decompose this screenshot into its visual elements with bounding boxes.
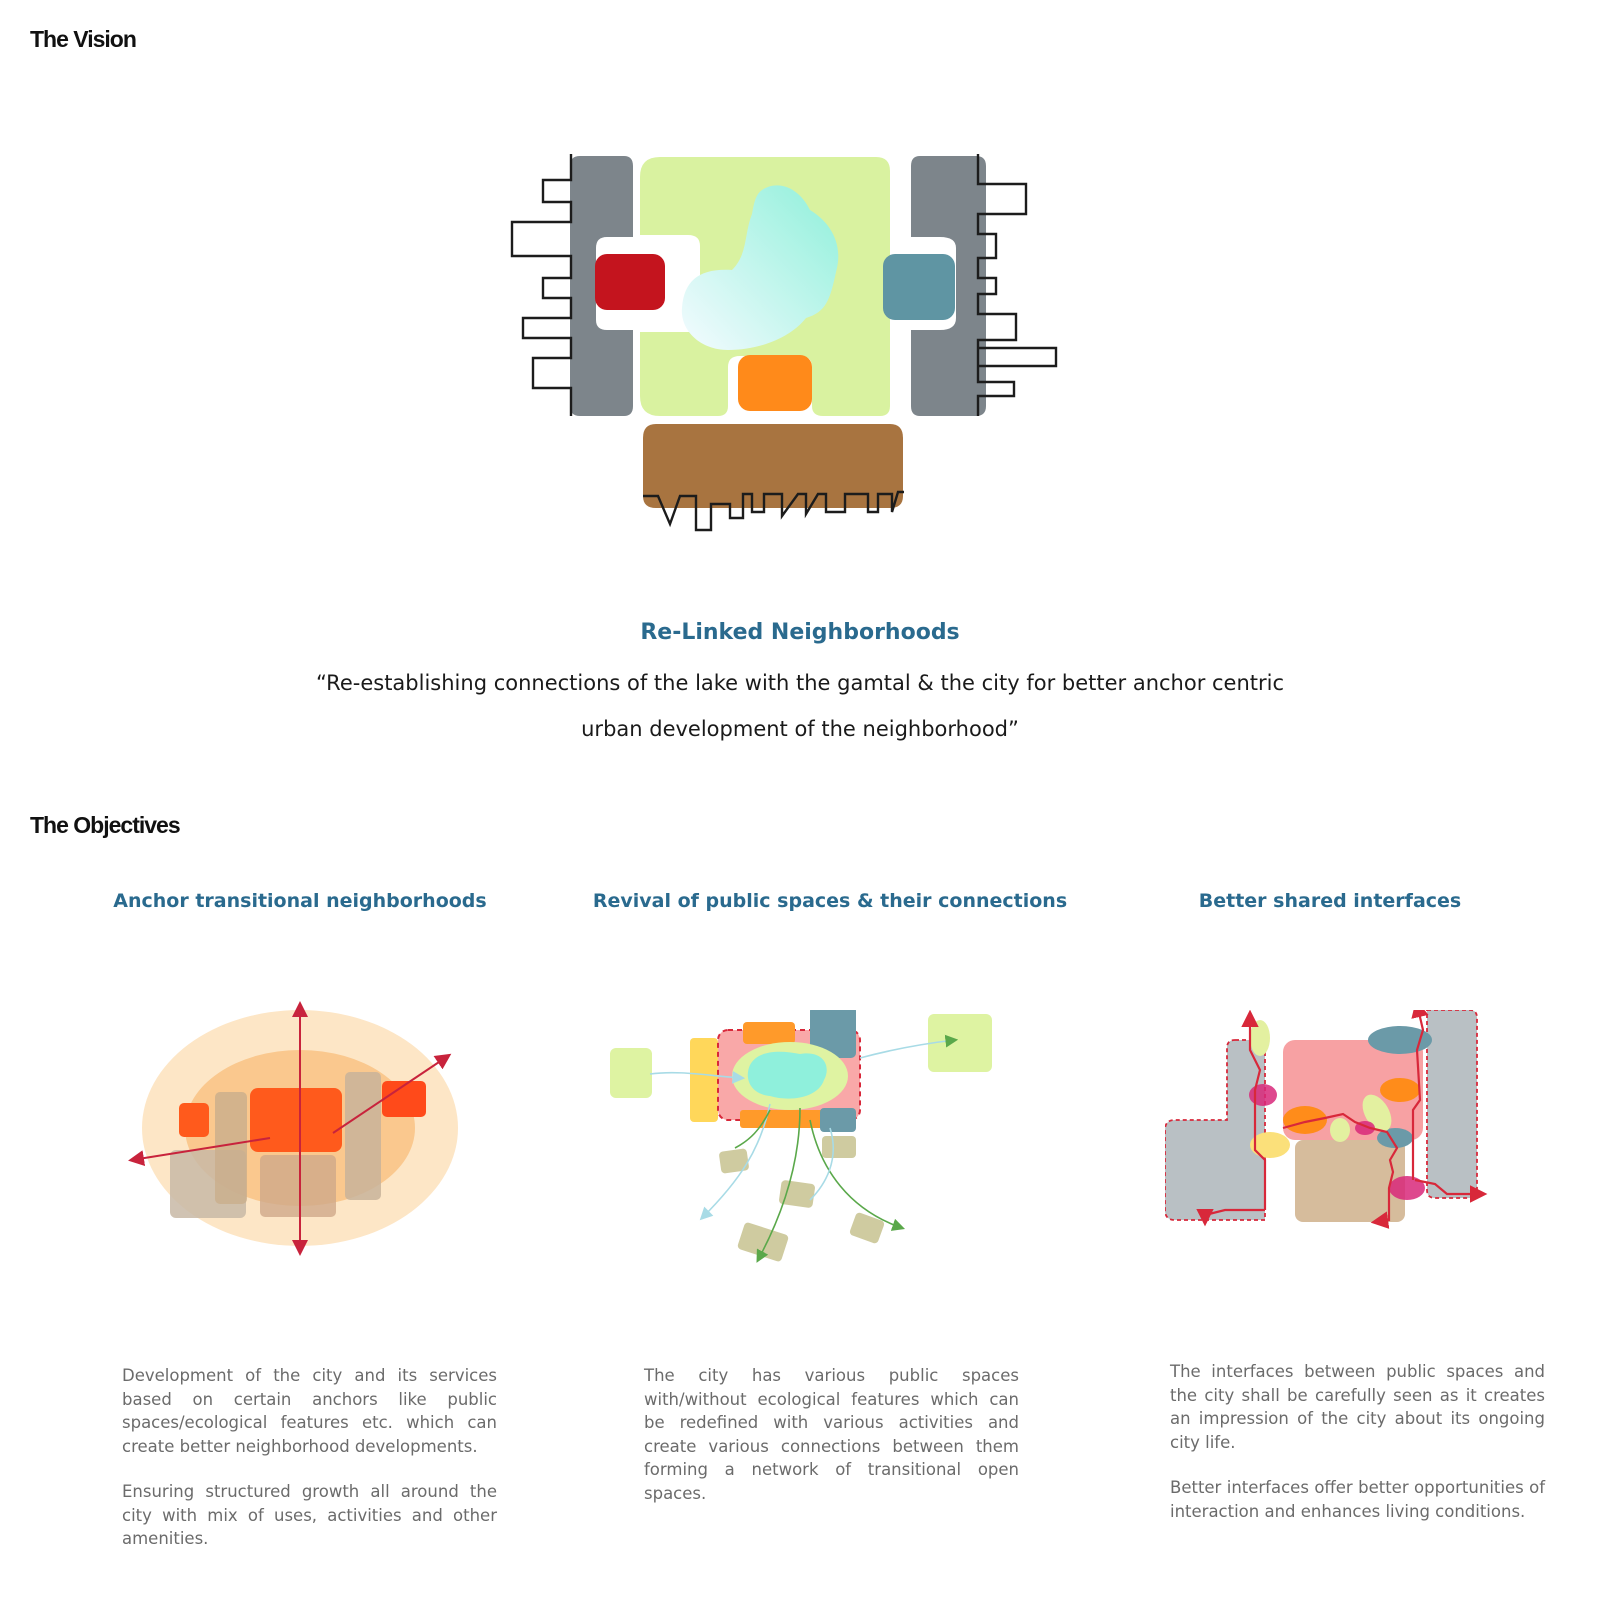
objective-1-description: Development of the city and its services…: [122, 1364, 497, 1573]
interface-node: [1377, 1128, 1413, 1148]
anchor-block: [382, 1081, 426, 1117]
blue-grey-block: [810, 1010, 856, 1058]
blue-grey-block: [820, 1108, 856, 1132]
building-block: [345, 1072, 381, 1200]
green-space: [610, 1048, 652, 1098]
building-block: [215, 1092, 247, 1204]
growth-arrow-right: [332, 1053, 452, 1134]
interface-node: [1380, 1078, 1420, 1102]
anchor-block: [179, 1103, 209, 1137]
interface-node: [1368, 1026, 1432, 1054]
growth-arrow-left: [128, 1137, 271, 1167]
vision-diagram: [510, 154, 1058, 532]
orange-block: [743, 1022, 795, 1044]
vision-title: Re-Linked Neighborhoods: [640, 620, 960, 645]
public-spaces-diagram: [610, 1010, 992, 1263]
anchor-neighborhoods-diagram: [128, 1001, 458, 1256]
connection-line: [699, 1103, 771, 1221]
tan-block: [849, 1212, 885, 1244]
city-block-left: [1165, 1039, 1266, 1221]
building-block: [260, 1155, 336, 1217]
objective-2-description: The city has various public spaces with/…: [644, 1364, 1019, 1527]
objectives-heading: The Objectives: [30, 812, 181, 838]
interface-node: [1249, 1084, 1277, 1106]
interface-node: [1250, 1132, 1290, 1158]
green-space: [928, 1014, 992, 1072]
gamtal-skyline-outline: [643, 490, 904, 532]
gamtal-block: [1295, 1140, 1405, 1222]
interface-line-right: [1414, 1178, 1488, 1203]
interface-node: [1283, 1106, 1327, 1134]
interface-line-right: [1411, 1010, 1429, 1180]
gamtal-block: [643, 424, 903, 508]
objective-3-description: The interfaces between public spaces and…: [1170, 1360, 1545, 1545]
lake: [681, 185, 839, 350]
objective-1-paragraph-2: Ensuring structured growth all around th…: [122, 1482, 497, 1548]
connection-line: [649, 1071, 746, 1084]
objective-1-paragraph-1: Development of the city and its services…: [122, 1366, 497, 1456]
anchor-block: [250, 1088, 342, 1152]
objective-3-paragraph-2: Better interfaces offer better opportuni…: [1170, 1478, 1545, 1521]
connection-line: [859, 1034, 959, 1059]
city-block-right: [1426, 1010, 1478, 1199]
objective-3-paragraph-1: The interfaces between public spaces and…: [1170, 1362, 1545, 1452]
right-skyline-outline: [976, 154, 1058, 416]
vision-quote: “Re-establishing connections of the lake…: [315, 671, 1285, 741]
objective-2-paragraph-1: The city has various public spaces with/…: [644, 1366, 1019, 1503]
tan-block: [779, 1180, 815, 1208]
vision-heading: The Vision: [30, 26, 137, 52]
interface-line-mid: [1282, 1112, 1399, 1229]
tan-block: [737, 1222, 789, 1262]
connection-line: [734, 1109, 771, 1149]
yellow-block: [690, 1038, 718, 1122]
anchor-red: [595, 254, 665, 310]
tan-block: [822, 1136, 856, 1158]
interface-node: [1250, 1020, 1270, 1056]
left-skyline-outline: [510, 154, 573, 416]
objective-2-title: Revival of public spaces & their connect…: [592, 890, 1068, 912]
right-city-block: [911, 156, 986, 416]
anchor-blue: [883, 254, 955, 320]
objective-3-title: Better shared interfaces: [1198, 890, 1462, 912]
connection-line: [809, 1127, 834, 1201]
orange-block: [740, 1110, 825, 1128]
interface-node: [1330, 1118, 1350, 1142]
lake: [747, 1051, 827, 1099]
anchor-orange: [738, 355, 812, 411]
interface-line-left: [1241, 1010, 1267, 1210]
left-city-block: [570, 156, 633, 416]
objective-1-title: Anchor transitional neighborhoods: [113, 890, 487, 912]
connection-line: [809, 1119, 906, 1231]
tan-block: [719, 1148, 749, 1174]
interface-line-left: [1196, 1208, 1265, 1227]
interface-node: [1389, 1176, 1425, 1200]
connection-line: [756, 1107, 801, 1263]
shared-interfaces-diagram: [1165, 1010, 1488, 1229]
